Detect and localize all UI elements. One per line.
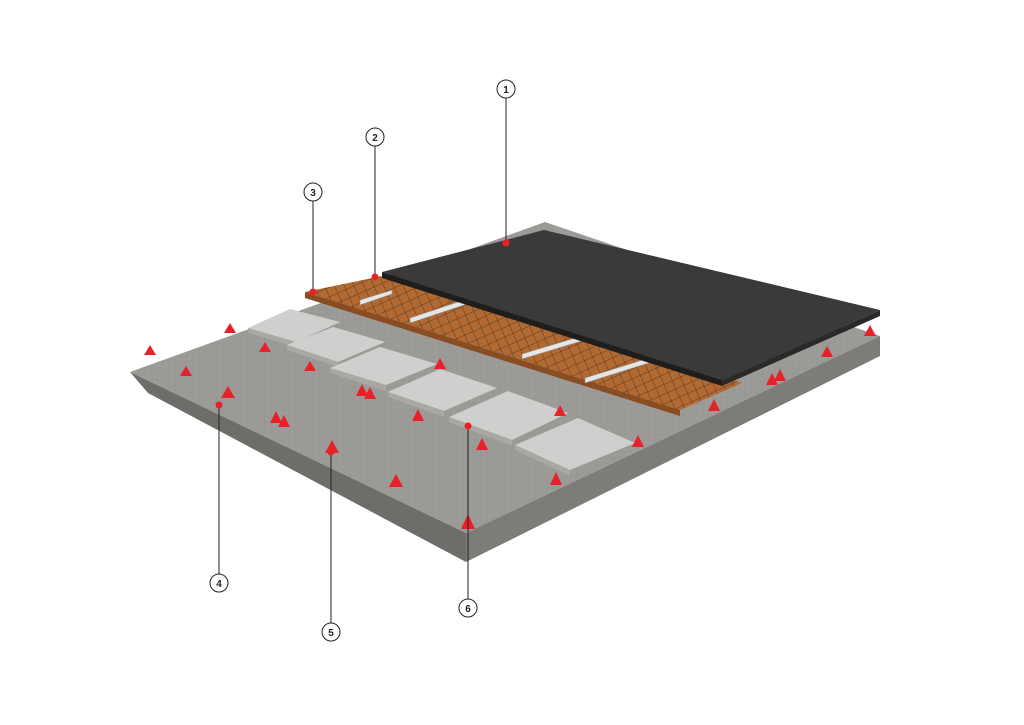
metal-profile xyxy=(359,289,393,306)
insulation-board xyxy=(287,327,385,367)
bitumen-membrane-side-edge xyxy=(722,310,880,386)
anchor-cone xyxy=(224,323,236,333)
callout-circle xyxy=(458,598,478,618)
callout-dot-4 xyxy=(215,401,223,409)
callout-1: 1 xyxy=(496,79,516,99)
anchor-cone xyxy=(221,386,235,398)
anchor-cone xyxy=(278,415,290,427)
callout-dot-3 xyxy=(309,288,317,296)
callout-number: 6 xyxy=(465,604,471,615)
callout-number: 5 xyxy=(328,628,334,639)
anchor-cone xyxy=(708,399,720,411)
anchor-cone xyxy=(304,361,316,371)
concrete-slab-front-face xyxy=(130,372,466,562)
concrete-slab-right-face xyxy=(466,336,880,562)
callout-circle xyxy=(365,127,385,147)
callout-dot-1 xyxy=(502,239,510,247)
wooden-deck-edge xyxy=(305,292,680,416)
callout-dot-5 xyxy=(327,448,335,456)
anchor-cone xyxy=(389,474,403,487)
anchor-cone xyxy=(476,438,488,450)
anchor-cone xyxy=(550,472,562,485)
callout-3: 3 xyxy=(303,182,323,202)
insulation-board xyxy=(248,309,340,347)
anchor-cone xyxy=(412,409,424,421)
bitumen-membrane xyxy=(382,230,880,386)
bitumen-membrane-front-edge xyxy=(382,272,722,386)
bitumen-membrane-top xyxy=(382,230,880,380)
wooden-deck xyxy=(305,266,742,416)
anchor-cones xyxy=(144,323,876,529)
callout-circle xyxy=(496,79,516,99)
insulation-board xyxy=(449,391,568,446)
callout-dot-6 xyxy=(464,422,472,430)
callout-circle xyxy=(209,573,229,593)
anchor-cone xyxy=(270,411,282,423)
callout-circle xyxy=(321,622,341,642)
anchor-cone xyxy=(864,325,876,336)
callout-number: 2 xyxy=(372,133,378,144)
anchor-cone xyxy=(632,435,644,447)
insulation-boards xyxy=(248,309,635,476)
callout-number: 3 xyxy=(310,188,316,199)
anchor-cone xyxy=(434,358,446,369)
callout-dot-2 xyxy=(371,273,379,281)
anchor-cone xyxy=(356,384,368,396)
callout-circle xyxy=(303,182,323,202)
anchor-cone xyxy=(821,346,833,357)
insulation-board xyxy=(330,347,437,391)
callout-6: 6 xyxy=(458,598,478,618)
insulation-board xyxy=(515,418,635,476)
anchor-cone xyxy=(180,366,192,376)
callout-number: 1 xyxy=(503,85,509,96)
callout-leaders xyxy=(215,98,510,623)
anchor-cone xyxy=(144,345,156,355)
callout-bubbles: 1 2 3 4 5 6 xyxy=(209,79,516,642)
anchor-cone xyxy=(364,387,376,399)
anchor-cone xyxy=(774,369,786,381)
insulation-board xyxy=(388,369,497,417)
anchor-cone xyxy=(766,373,778,385)
callout-2: 2 xyxy=(365,127,385,147)
callout-5: 5 xyxy=(321,622,341,642)
callout-number: 4 xyxy=(216,579,222,590)
callout-4: 4 xyxy=(209,573,229,593)
reinforcement-mesh xyxy=(305,266,742,410)
anchor-cone xyxy=(554,405,566,416)
anchor-cone xyxy=(259,342,271,352)
